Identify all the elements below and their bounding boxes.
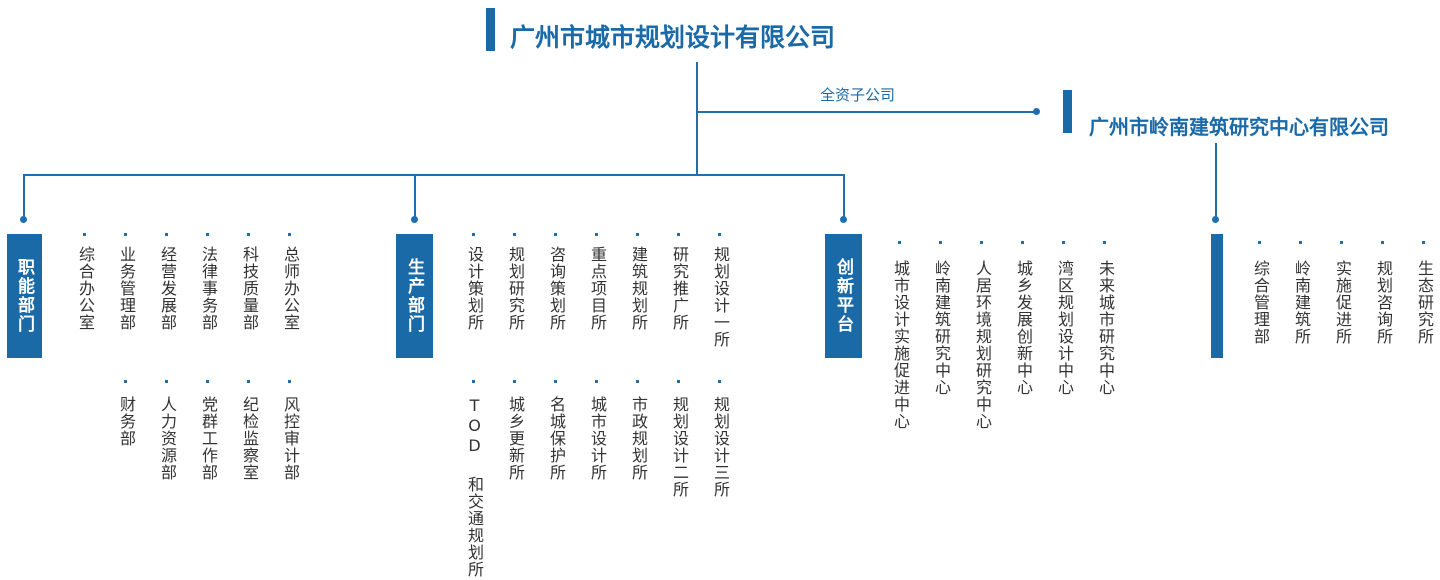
unit-label: 党群工作部 (199, 396, 218, 481)
branch-line-functional (23, 174, 25, 220)
unit-dot (677, 233, 680, 236)
subsidiary-branch-line (1215, 143, 1217, 218)
unit-dot (124, 380, 127, 383)
unit-dot (247, 233, 250, 236)
dept-box-subsidiary (1211, 234, 1223, 358)
unit-dot (718, 233, 721, 236)
unit-dot (1340, 241, 1343, 244)
unit-dot (980, 241, 983, 244)
unit-dot (472, 233, 475, 236)
unit-dot (1381, 241, 1384, 244)
subsidiary-title-bar (1063, 90, 1072, 133)
unit-label: 生态研究所 (1415, 260, 1434, 345)
unit-dot (513, 233, 516, 236)
unit-label: 综合办公室 (76, 246, 95, 331)
unit-dot (83, 233, 86, 236)
subsidiary-link-line (697, 111, 1037, 113)
dept-box-production: 生产部门 (396, 234, 433, 358)
unit-dot (165, 380, 168, 383)
unit-dot (472, 380, 475, 383)
subsidiary-title: 广州市岭南建筑研究中心有限公司 (1089, 115, 1389, 139)
company-title-bar (486, 8, 495, 51)
unit-label: 经营发展部 (158, 246, 177, 331)
branch-line-production (414, 174, 416, 220)
unit-dot (124, 233, 127, 236)
unit-dot (1062, 241, 1065, 244)
unit-label: 名城保护所 (547, 396, 566, 481)
unit-dot (288, 233, 291, 236)
unit-label: 岭南建筑研究中心 (932, 260, 951, 396)
branch-dot-production (411, 216, 418, 223)
unit-dot (718, 380, 721, 383)
unit-dot (939, 241, 942, 244)
unit-dot (1103, 241, 1106, 244)
branch-dot-functional (20, 216, 27, 223)
unit-label: 建筑规划所 (629, 246, 648, 331)
subsidiary-link-dot (1033, 108, 1040, 115)
unit-label: TOD 和交通规划所 (465, 396, 484, 578)
unit-label: 未来城市研究中心 (1096, 260, 1115, 396)
unit-label: 研究推广所 (670, 246, 689, 331)
dept-box-innovation: 创新平台 (825, 234, 862, 358)
unit-label: 总师办公室 (281, 246, 300, 331)
unit-dot (165, 233, 168, 236)
unit-label: 城乡更新所 (506, 396, 525, 481)
unit-dot (1021, 241, 1024, 244)
unit-label: 湾区规划设计中心 (1055, 260, 1074, 396)
unit-label: 重点项目所 (588, 246, 607, 331)
unit-label: 城市设计实施促进中心 (891, 260, 910, 430)
unit-dot (595, 233, 598, 236)
unit-label: 人力资源部 (158, 396, 177, 481)
dept-box-functional: 职能部门 (7, 234, 42, 358)
relation-label: 全资子公司 (820, 86, 896, 104)
unit-dot (206, 233, 209, 236)
unit-dot (898, 241, 901, 244)
subsidiary-branch-dot (1212, 216, 1219, 223)
unit-label: 科技质量部 (240, 246, 259, 331)
unit-label: 规划设计二所 (670, 396, 689, 498)
unit-dot (636, 233, 639, 236)
branch-horizontal-line (23, 174, 845, 176)
unit-label: 综合管理部 (1251, 260, 1270, 345)
unit-label: 设计策划所 (465, 246, 484, 331)
unit-label: 风控审计部 (281, 396, 300, 481)
unit-dot (288, 380, 291, 383)
company-title: 广州市城市规划设计有限公司 (510, 23, 836, 52)
unit-label: 规划设计三所 (711, 396, 730, 498)
unit-label: 纪检监察室 (240, 396, 259, 481)
unit-label: 法律事务部 (199, 246, 218, 331)
unit-label: 岭南建筑所 (1292, 260, 1311, 345)
unit-label: 城乡发展创新中心 (1014, 260, 1033, 396)
unit-label: 人居环境规划研究中心 (973, 260, 992, 430)
unit-label: 规划研究所 (506, 246, 525, 331)
unit-dot (1299, 241, 1302, 244)
branch-dot-innovation (840, 216, 847, 223)
unit-label: 城市设计所 (588, 396, 607, 481)
unit-dot (513, 380, 516, 383)
unit-label: 规划咨询所 (1374, 260, 1393, 345)
unit-dot (636, 380, 639, 383)
unit-dot (206, 380, 209, 383)
unit-label: 咨询策划所 (547, 246, 566, 331)
unit-dot (247, 380, 250, 383)
unit-label: 规划设计一所 (711, 246, 730, 348)
unit-dot (595, 380, 598, 383)
unit-dot (554, 233, 557, 236)
unit-dot (1422, 241, 1425, 244)
unit-label: 财务部 (117, 396, 136, 447)
unit-dot (554, 380, 557, 383)
branch-line-innovation (843, 174, 845, 220)
unit-label: 业务管理部 (117, 246, 136, 331)
unit-label: 市政规划所 (629, 396, 648, 481)
unit-dot (677, 380, 680, 383)
unit-dot (1258, 241, 1261, 244)
main-trunk-line (696, 62, 698, 175)
unit-label: 实施促进所 (1333, 260, 1352, 345)
